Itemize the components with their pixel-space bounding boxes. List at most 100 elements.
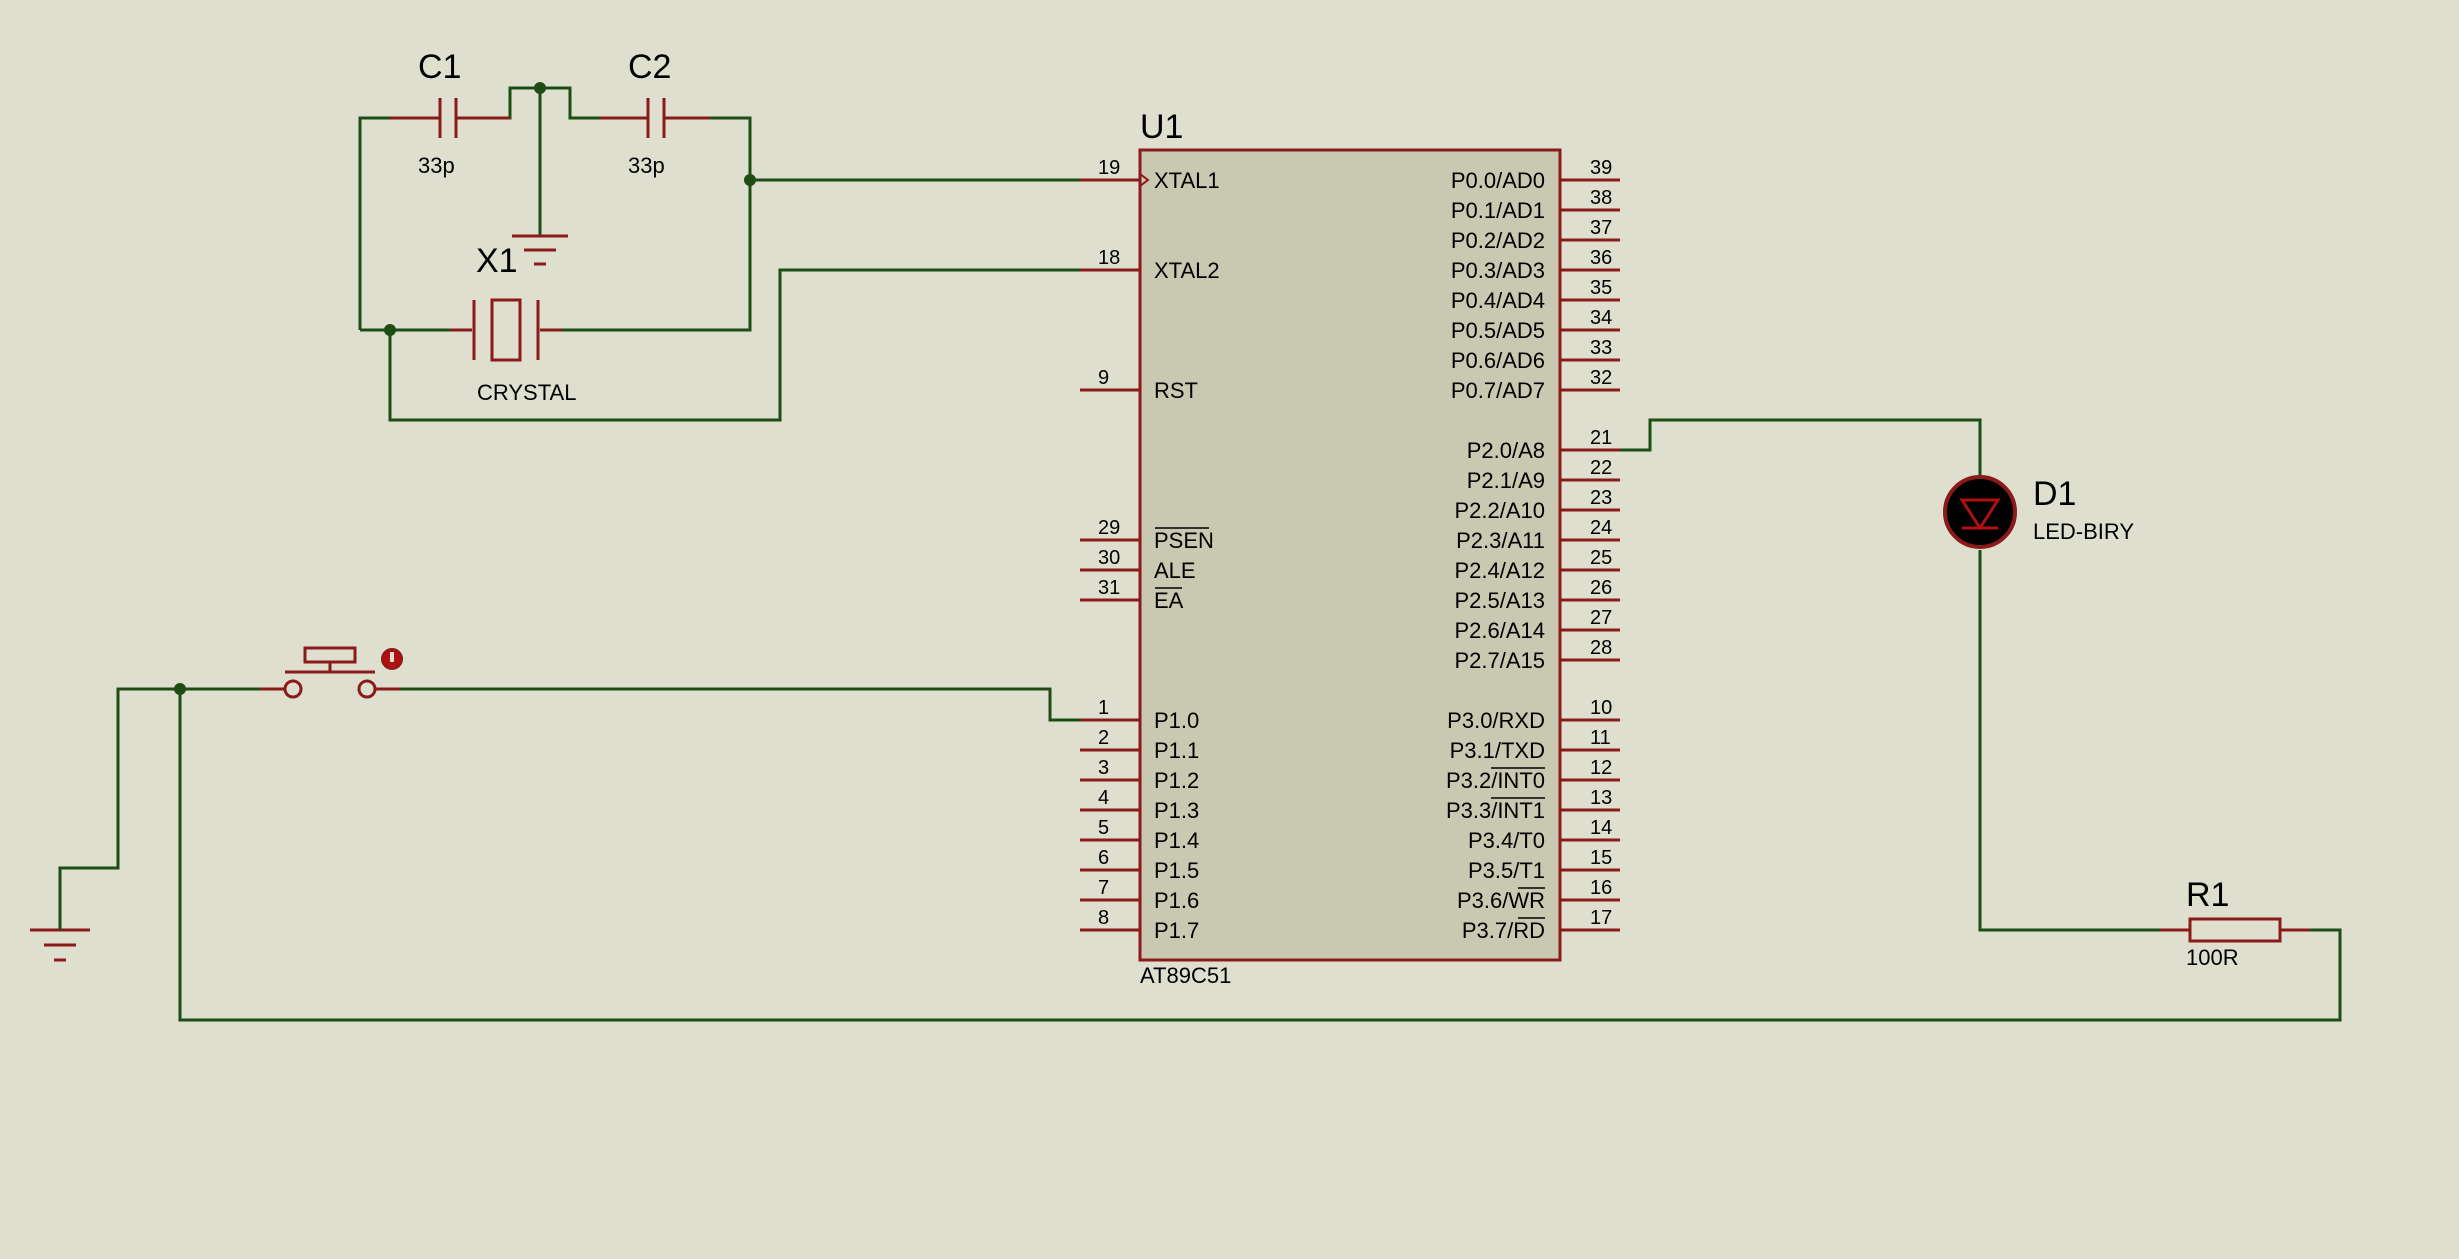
pin-number: 3 — [1098, 757, 1109, 779]
pin-name: P3.7/RD — [1462, 918, 1545, 943]
pin-number: 11 — [1590, 727, 1611, 749]
led-d1[interactable]: D1 LED-BIRY — [1943, 475, 2134, 549]
pin-number: 4 — [1098, 787, 1109, 809]
pin-number: 10 — [1590, 697, 1612, 719]
wire-c2-right — [540, 116, 752, 332]
resistor-r1[interactable]: R1 100R — [2160, 876, 2310, 970]
pin-name: P1.2 — [1154, 768, 1199, 793]
pin-name: P1.1 — [1154, 738, 1199, 763]
push-button[interactable] — [260, 646, 403, 699]
pin-number: 34 — [1590, 307, 1612, 329]
junction-dot — [744, 174, 756, 186]
pin-name: P1.4 — [1154, 828, 1199, 853]
junction-dot — [174, 683, 186, 695]
pin-name: P3.5/T1 — [1468, 858, 1545, 883]
pin-name: P2.0/A8 — [1467, 438, 1545, 463]
pin-number: 29 — [1098, 517, 1120, 539]
crystal-x1[interactable]: X1 CRYSTAL — [450, 242, 576, 405]
mcu-right-pins: 39P0.0/AD038P0.1/AD137P0.2/AD236P0.3/AD3… — [1446, 157, 1620, 943]
pin-number: 24 — [1590, 517, 1612, 539]
pin-name: P0.4/AD4 — [1451, 288, 1545, 313]
capacitor-c2[interactable]: C2 33p — [600, 48, 710, 178]
pin-number: 30 — [1098, 547, 1120, 569]
pin-number: 32 — [1590, 367, 1612, 389]
pin-number: 6 — [1098, 847, 1109, 869]
pin-number: 33 — [1590, 337, 1612, 359]
pin-name: P3.2/INT0 — [1446, 768, 1545, 793]
pin-number: 26 — [1590, 577, 1612, 599]
pin-number: 36 — [1590, 247, 1612, 269]
pin-name: P0.3/AD3 — [1451, 258, 1545, 283]
pin-name: P2.2/A10 — [1454, 498, 1545, 523]
pin-name: P3.0/RXD — [1447, 708, 1545, 733]
pin-number: 16 — [1590, 877, 1612, 899]
pin-name: P1.6 — [1154, 888, 1199, 913]
c1-ref-label: C1 — [418, 48, 461, 86]
pin-number: 28 — [1590, 637, 1612, 659]
mcu-body[interactable] — [1138, 148, 1562, 962]
pin-name: P3.1/TXD — [1450, 738, 1545, 763]
junctions — [174, 82, 756, 695]
wire-led-to-r1 — [1978, 550, 2160, 932]
pin-name: P0.1/AD1 — [1451, 198, 1545, 223]
pin-number: 22 — [1590, 457, 1612, 479]
pin-name: P1.3 — [1154, 798, 1199, 823]
c2-value-label: 33p — [628, 153, 665, 178]
pin-number: 15 — [1590, 847, 1612, 869]
mcu-ref-label: U1 — [1140, 108, 1183, 146]
pin-name: EA — [1154, 588, 1184, 613]
capacitor-c1[interactable]: C1 33p — [390, 48, 510, 178]
pin-number: 39 — [1590, 157, 1612, 179]
pin-number: 14 — [1590, 817, 1612, 839]
pin-number: 35 — [1590, 277, 1612, 299]
wire-xtal2 — [388, 268, 1080, 422]
x1-value-label: CRYSTAL — [477, 380, 576, 405]
pin-name: XTAL1 — [1154, 168, 1220, 193]
pin-number: 17 — [1590, 907, 1612, 929]
pin-number: 18 — [1098, 247, 1120, 269]
wire-c1-left — [358, 116, 390, 330]
pin-name: P2.3/A11 — [1456, 528, 1545, 553]
pin-number: 5 — [1098, 817, 1109, 839]
pin-name: P1.0 — [1154, 708, 1199, 733]
